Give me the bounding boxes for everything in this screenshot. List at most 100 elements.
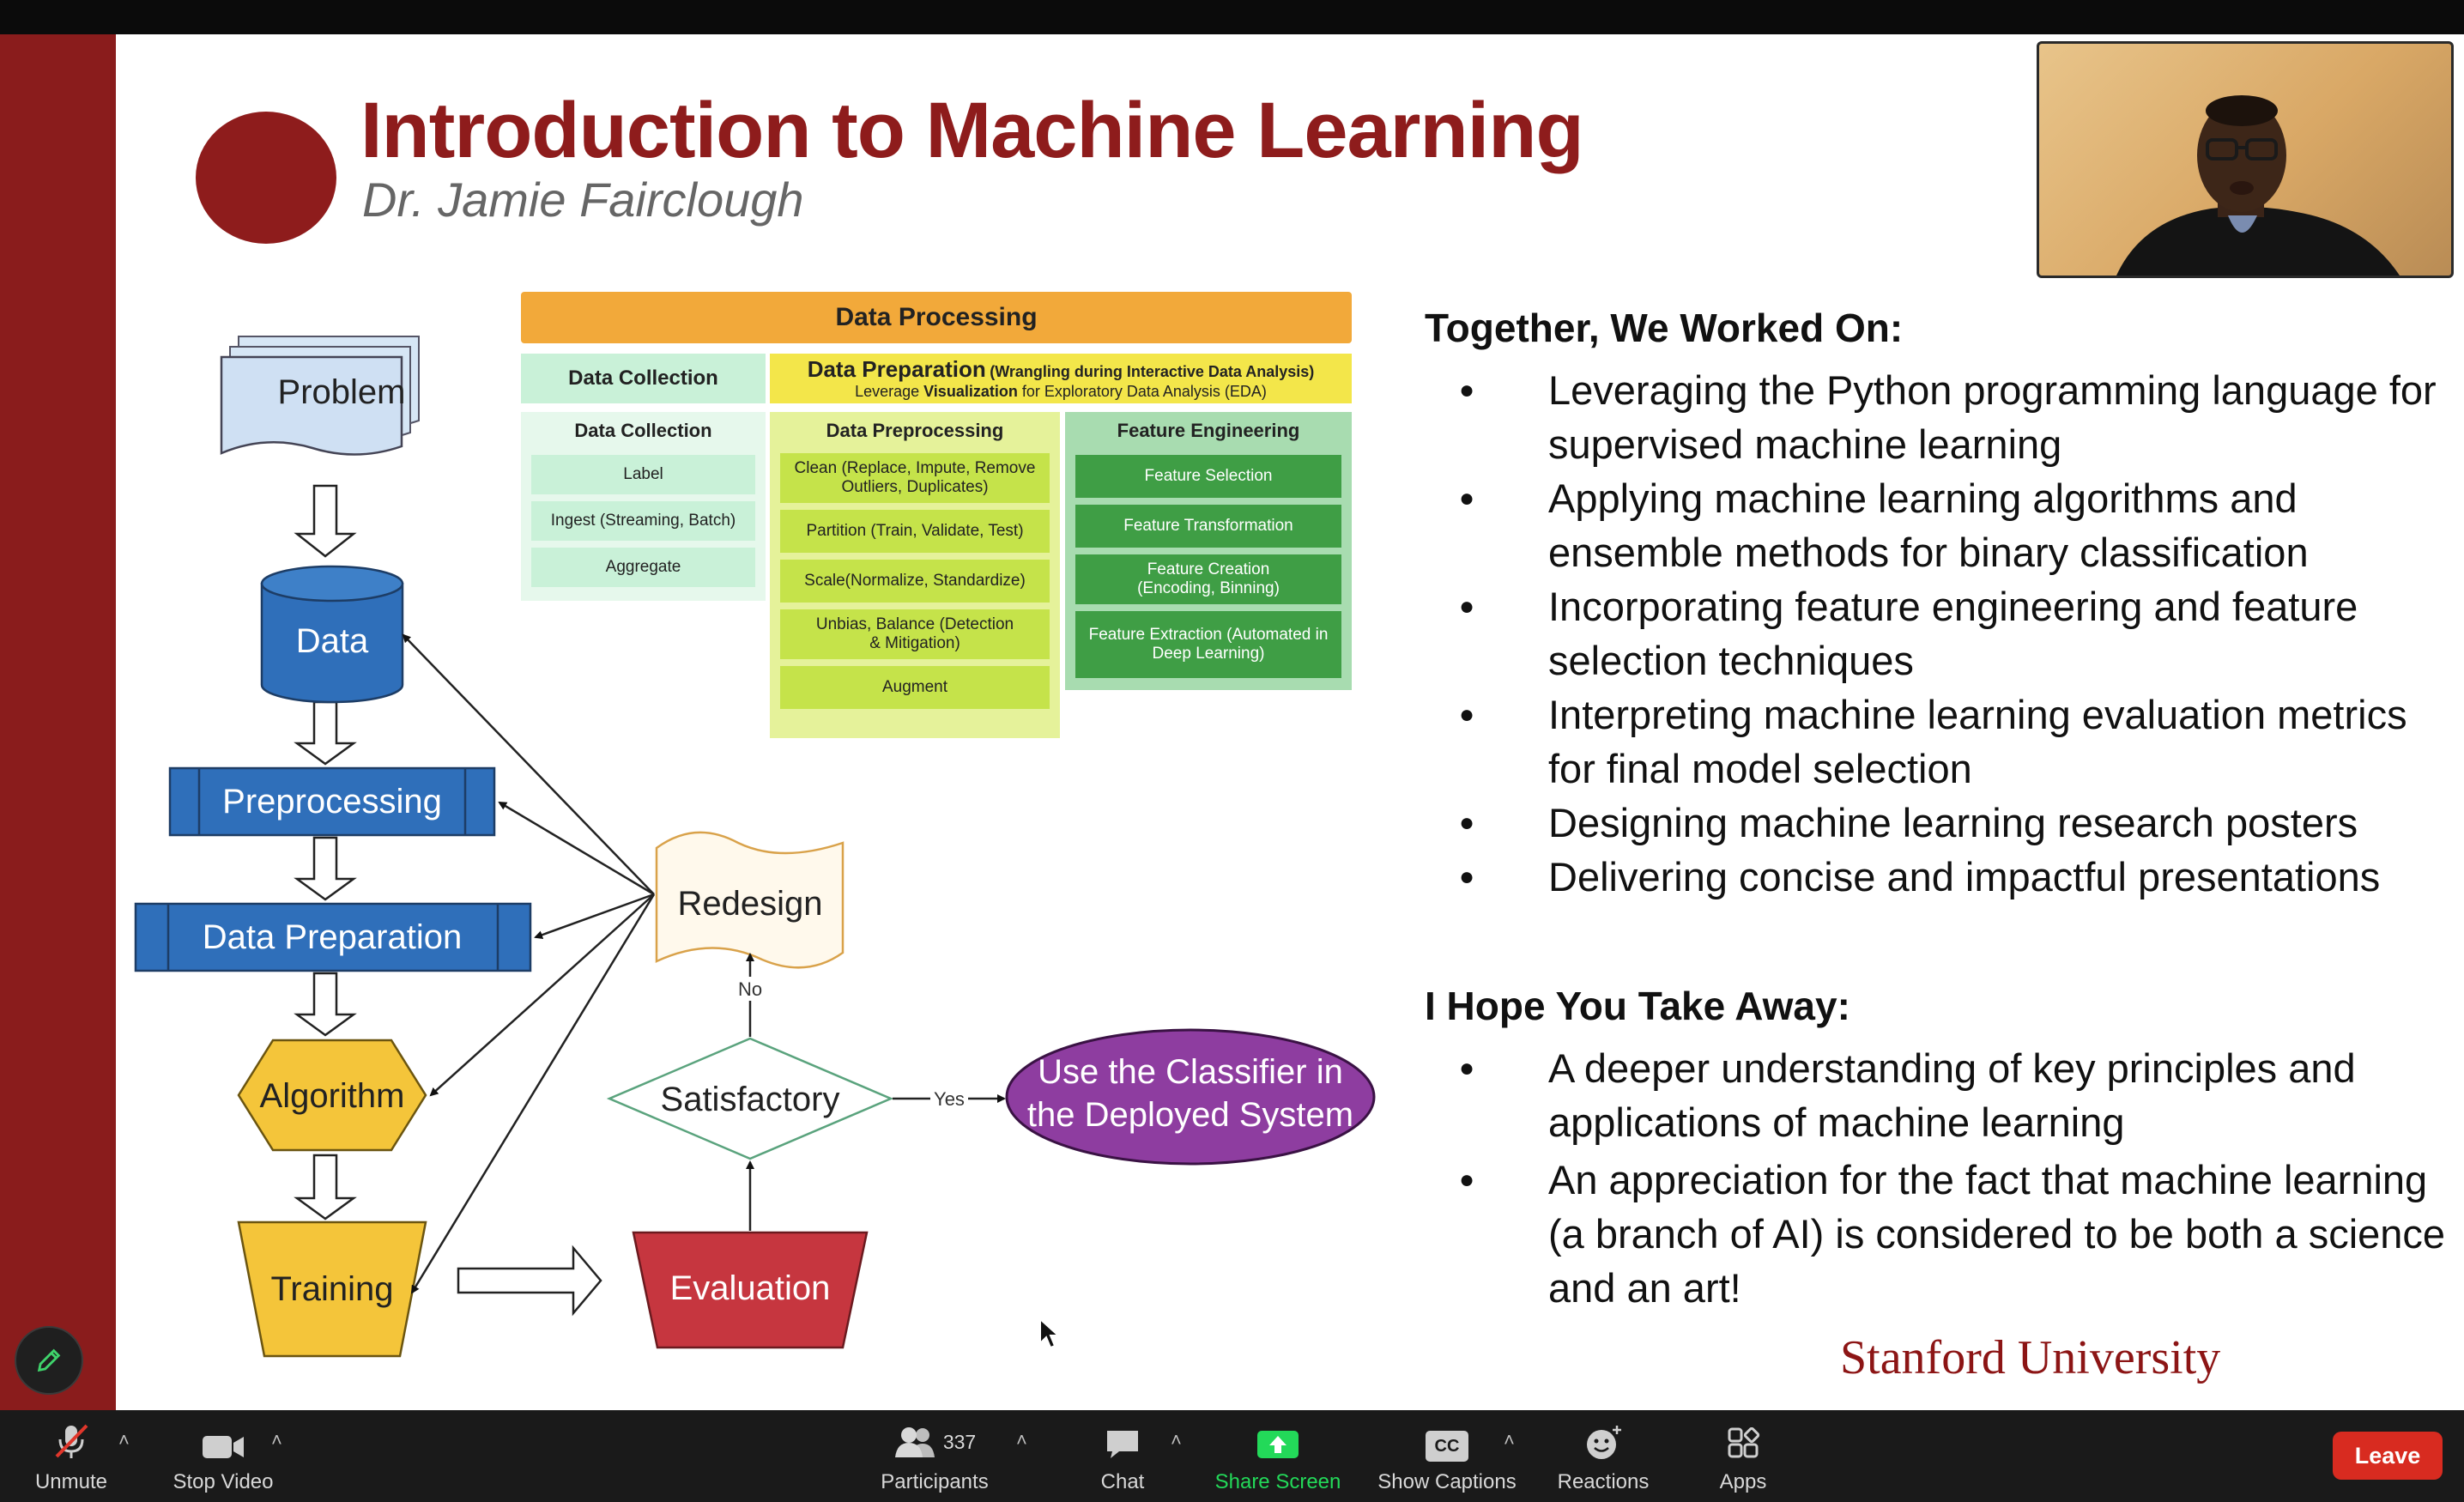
data-preparation-header: Data Preparation (Wrangling during Inter… (770, 354, 1352, 403)
worked-on-heading: Together, We Worked On: (1425, 306, 1904, 350)
no-label-bg (735, 977, 766, 1001)
data-preparation-header-sub2b: Visualization (923, 383, 1018, 400)
participants-button[interactable]: 337 Participants (870, 1422, 999, 1494)
feature-engineering-column-title: Feature Engineering (1117, 420, 1300, 442)
algorithm-node: Algorithm (237, 1039, 427, 1152)
captions-options-caret-icon[interactable]: ˄ (1504, 1429, 1515, 1451)
unmute-label: Unmute (34, 1470, 108, 1493)
evaluation-node: Evaluation (632, 1231, 869, 1349)
list-item: Interpreting machine learning evaluation… (1425, 687, 2446, 796)
chat-icon (1107, 1431, 1138, 1458)
top-window-bar (0, 0, 2464, 34)
data-collection-item: Aggregate (531, 548, 755, 587)
show-captions-button[interactable]: CC Show Captions (1368, 1422, 1526, 1494)
meeting-toolbar: Unmute ˄ Stop Video ˄ 337 Participants ˄ (0, 1410, 2464, 1502)
data-preprocessing-column-title: Data Preprocessing (826, 420, 1004, 442)
share-screen-icon (1257, 1431, 1299, 1458)
apps-button[interactable]: Apps (1696, 1422, 1790, 1494)
data-preprocessing-item: Scale(Normalize, Standardize) (780, 560, 1050, 603)
unmute-button[interactable]: Unmute (26, 1422, 117, 1494)
share-screen-label: Share Screen (1214, 1470, 1341, 1493)
feature-engineering-column: Feature Engineering Feature Selection Fe… (1065, 412, 1352, 690)
data-preprocessing-item: Clean (Replace, Impute, Remove Outliers,… (780, 453, 1050, 503)
problem-label: Problem (278, 373, 406, 411)
data-preprocessing-column: Data Preprocessing Clean (Replace, Imput… (770, 412, 1060, 738)
training-node: Training (237, 1220, 427, 1358)
list-item: Leveraging the Python programming langua… (1425, 363, 2446, 471)
reactions-label: Reactions (1557, 1470, 1650, 1493)
redesign-node: Redesign (655, 831, 845, 969)
feature-engineering-item: Feature Transformation (1075, 505, 1341, 548)
chat-label: Chat (1100, 1470, 1145, 1493)
classifier-node: Use the Classifier in the Deployed Syste… (1005, 1028, 1376, 1166)
list-item: Designing machine learning research post… (1425, 796, 2446, 850)
take-away-heading: I Hope You Take Away: (1425, 984, 1850, 1028)
data-node: Data (260, 565, 404, 704)
yes-label-bg (930, 1087, 968, 1111)
no-label: No (738, 978, 762, 1000)
apps-icon (1728, 1427, 1760, 1458)
data-processing-table: Data Processing Data Collection Data Pre… (521, 292, 1352, 738)
participants-icon (894, 1427, 935, 1457)
classifier-label-line2: the Deployed System (1027, 1096, 1353, 1134)
flow-hollow-arrows (294, 484, 602, 1317)
classifier-label-line1: Use the Classifier in (1038, 1053, 1343, 1091)
data-collection-column-title: Data Collection (574, 420, 712, 442)
data-preparation-header-sub2c: for Exploratory Data Analysis (EDA) (1017, 383, 1267, 400)
participants-label: Participants (881, 1470, 989, 1493)
video-options-caret-icon[interactable]: ˄ (271, 1429, 282, 1451)
stop-video-button[interactable]: Stop Video (165, 1422, 282, 1494)
feature-engineering-item: Feature Extraction (Automated in Deep Le… (1075, 611, 1341, 678)
chat-options-caret-icon[interactable]: ˄ (1171, 1429, 1182, 1451)
share-screen-button[interactable]: Share Screen (1205, 1422, 1351, 1494)
feature-engineering-item: Feature Selection (1075, 455, 1341, 498)
show-captions-label: Show Captions (1377, 1470, 1517, 1493)
captions-icon: CC (1426, 1431, 1468, 1462)
ml-workflow-diagram: Problem Data Preprocessing (134, 336, 1376, 1358)
data-preprocessing-item: Partition (Train, Validate, Test) (780, 510, 1050, 553)
participants-count: 337 (942, 1430, 977, 1453)
satisfactory-node: Satisfactory (606, 1037, 894, 1160)
satisfactory-label: Satisfactory (661, 1081, 840, 1118)
worked-on-list: Leveraging the Python programming langua… (1425, 363, 2446, 904)
leave-button[interactable]: Leave (2333, 1432, 2443, 1480)
yes-label: Yes (934, 1088, 965, 1110)
slide-logo-circle (196, 112, 336, 244)
training-label: Training (270, 1270, 393, 1308)
data-preparation-node: Data Preparation (134, 902, 532, 972)
data-processing-header: Data Processing (521, 292, 1352, 343)
preprocessing-label: Preprocessing (222, 783, 442, 821)
feature-engineering-item: Feature Creation (Encoding, Binning) (1075, 554, 1341, 604)
data-collection-header: Data Collection (521, 354, 766, 403)
audio-options-caret-icon[interactable]: ˄ (118, 1429, 130, 1451)
algorithm-label: Algorithm (260, 1077, 405, 1115)
annotate-pen-button[interactable] (15, 1326, 83, 1395)
stop-video-label: Stop Video (173, 1470, 274, 1493)
stanford-logo-text: Stanford University (1840, 1331, 2221, 1384)
list-item: An appreciation for the fact that machin… (1425, 1153, 2446, 1315)
data-preprocessing-item: Unbias, Balance (Detection & Mitigation) (780, 609, 1050, 659)
data-collection-column: Data Collection Label Ingest (Streaming,… (521, 412, 766, 601)
data-preparation-header-title: Data Preparation (807, 356, 986, 382)
preprocessing-node: Preprocessing (168, 766, 496, 837)
data-preprocessing-item: Augment (780, 666, 1050, 709)
participants-options-caret-icon[interactable]: ˄ (1016, 1429, 1027, 1451)
take-away-list: A deeper understanding of key principles… (1425, 1041, 2446, 1315)
slide-red-stripe (0, 34, 116, 1410)
data-preparation-header-sub2a: Leverage (855, 383, 924, 400)
slide-title: Introduction to Machine Learning (360, 87, 1584, 174)
problem-node: Problem (220, 336, 420, 456)
data-collection-item: Label (531, 455, 755, 494)
redesign-label: Redesign (677, 885, 822, 923)
speaker-silhouette (2116, 95, 2400, 276)
data-preparation-label: Data Preparation (203, 918, 462, 956)
slide-subtitle: Dr. Jamie Fairclough (362, 173, 804, 227)
microphone-muted-icon (55, 1424, 88, 1458)
apps-label: Apps (1719, 1470, 1767, 1493)
speaker-video-tile[interactable] (2037, 41, 2454, 278)
list-item: Incorporating feature engineering and fe… (1425, 579, 2446, 687)
reactions-button[interactable]: Reactions (1553, 1422, 1653, 1494)
list-item: A deeper understanding of key principles… (1425, 1041, 2446, 1149)
data-collection-item: Ingest (Streaming, Batch) (531, 501, 755, 541)
chat-button[interactable]: Chat (1080, 1422, 1165, 1494)
